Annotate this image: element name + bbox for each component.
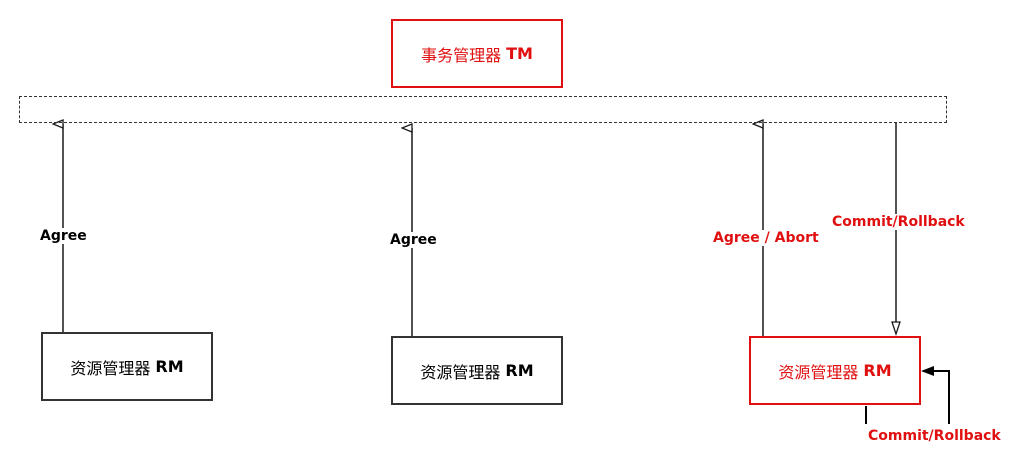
rm3-name-en: RM <box>863 361 892 380</box>
rm1-name-en: RM <box>155 357 184 376</box>
rm3-self-loop-return <box>924 370 950 424</box>
rm1-name-cn: 资源管理器 <box>70 358 151 378</box>
rm3-self-loop-arrowhead <box>921 366 934 376</box>
rm3-vote-label: Agree / Abort <box>713 230 819 246</box>
message-bus <box>19 96 947 123</box>
rm2-agree-label: Agree <box>390 232 437 248</box>
rm1-agree-label: Agree <box>40 228 87 244</box>
rm3-name-cn: 资源管理器 <box>778 362 859 382</box>
rm3-self-label: Commit/Rollback <box>868 428 1001 444</box>
tm-box: 事务管理器 TM <box>391 19 563 88</box>
rm3-decision-arrowhead <box>891 321 901 337</box>
rm2-name-en: RM <box>505 361 534 380</box>
rm3-box: 资源管理器 RM <box>749 336 921 405</box>
rm2-box: 资源管理器 RM <box>391 336 563 405</box>
tm-name-en: TM <box>506 44 533 63</box>
rm3-decision-label: Commit/Rollback <box>832 214 965 230</box>
tm-name-cn: 事务管理器 <box>421 45 502 65</box>
rm1-box: 资源管理器 RM <box>41 332 213 401</box>
rm2-name-cn: 资源管理器 <box>420 362 501 382</box>
